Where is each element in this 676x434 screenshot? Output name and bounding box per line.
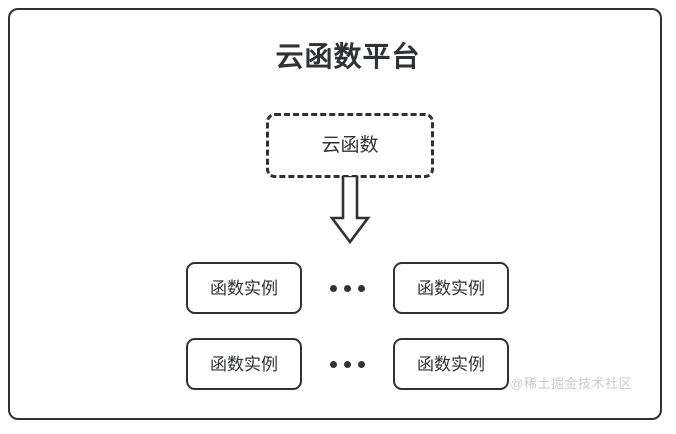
function-instance-label: 函数实例 [210, 278, 278, 298]
ellipsis-icon [302, 262, 393, 314]
ellipsis-dot [330, 284, 337, 292]
function-instance-row: 函数实例 函数实例 [186, 262, 510, 314]
function-instance-label: 函数实例 [417, 354, 485, 374]
ellipsis-dot [358, 284, 365, 292]
function-instance-label: 函数实例 [210, 354, 278, 374]
function-instance-box: 函数实例 [393, 262, 509, 314]
page-title: 云函数平台 [275, 41, 421, 72]
cloud-function-node-label: 云函数 [321, 135, 379, 156]
ellipsis-dot [344, 360, 351, 368]
function-instance-box: 函数实例 [393, 338, 509, 390]
ellipsis-dot [344, 284, 351, 292]
cloud-function-platform-container: 云函数平台 云函数 函数实例 函数实例 函数实例 [8, 8, 662, 420]
cloud-function-node: 云函数 [266, 113, 434, 178]
function-instance-box: 函数实例 [186, 262, 302, 314]
watermark: @稀土掘金技术社区 [510, 376, 632, 391]
down-block-arrow-icon [322, 174, 378, 246]
function-instance-row: 函数实例 函数实例 [186, 338, 510, 390]
ellipsis-icon [302, 338, 393, 390]
function-instance-label: 函数实例 [417, 278, 485, 298]
ellipsis-dot [358, 360, 365, 368]
ellipsis-dot [330, 360, 337, 368]
function-instance-box: 函数实例 [186, 338, 302, 390]
